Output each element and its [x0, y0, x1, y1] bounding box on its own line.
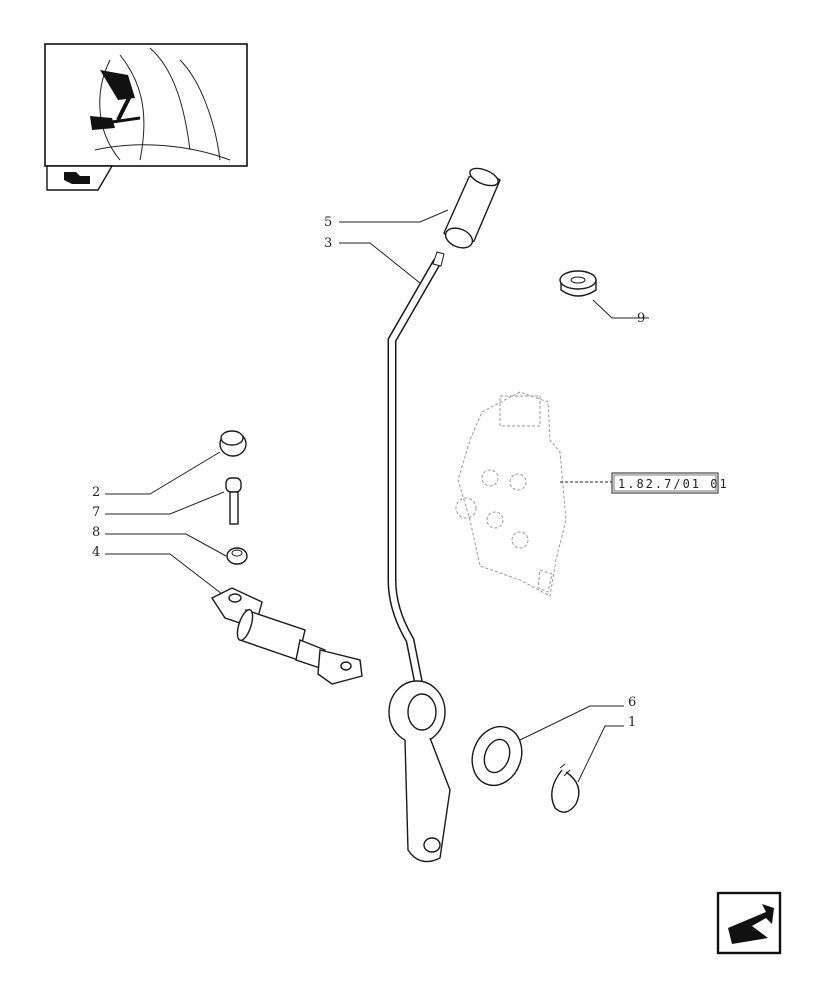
part-6-washer [471, 725, 523, 787]
part-3-lever [387, 251, 451, 863]
callout-5: 5 [324, 215, 332, 230]
part-4-cylinder [210, 587, 363, 685]
nav-back-icon[interactable] [46, 165, 114, 191]
part-7-bolt [225, 477, 242, 525]
part-1-circlip [551, 763, 580, 813]
leader-lines [105, 209, 649, 783]
part-9-spacer [559, 270, 597, 297]
reference-link[interactable]: 1.82.7/01 01 [611, 472, 729, 494]
callout-1: 1 [628, 715, 636, 730]
callout-9: 9 [637, 311, 645, 326]
callout-6: 6 [628, 695, 636, 710]
part-2-cap [219, 430, 247, 457]
nav-next-icon[interactable] [716, 891, 782, 955]
location-thumbnail [44, 43, 248, 167]
callout-4: 4 [92, 545, 100, 560]
callout-3: 3 [324, 236, 332, 251]
reference-text: 1.82.7/01 01 [618, 477, 729, 491]
callout-7: 7 [92, 505, 100, 520]
part-5-knob [443, 167, 501, 249]
valve-ghost [455, 391, 567, 597]
callout-8: 8 [92, 525, 100, 540]
part-8-washer [226, 547, 248, 565]
callout-2: 2 [92, 485, 100, 500]
